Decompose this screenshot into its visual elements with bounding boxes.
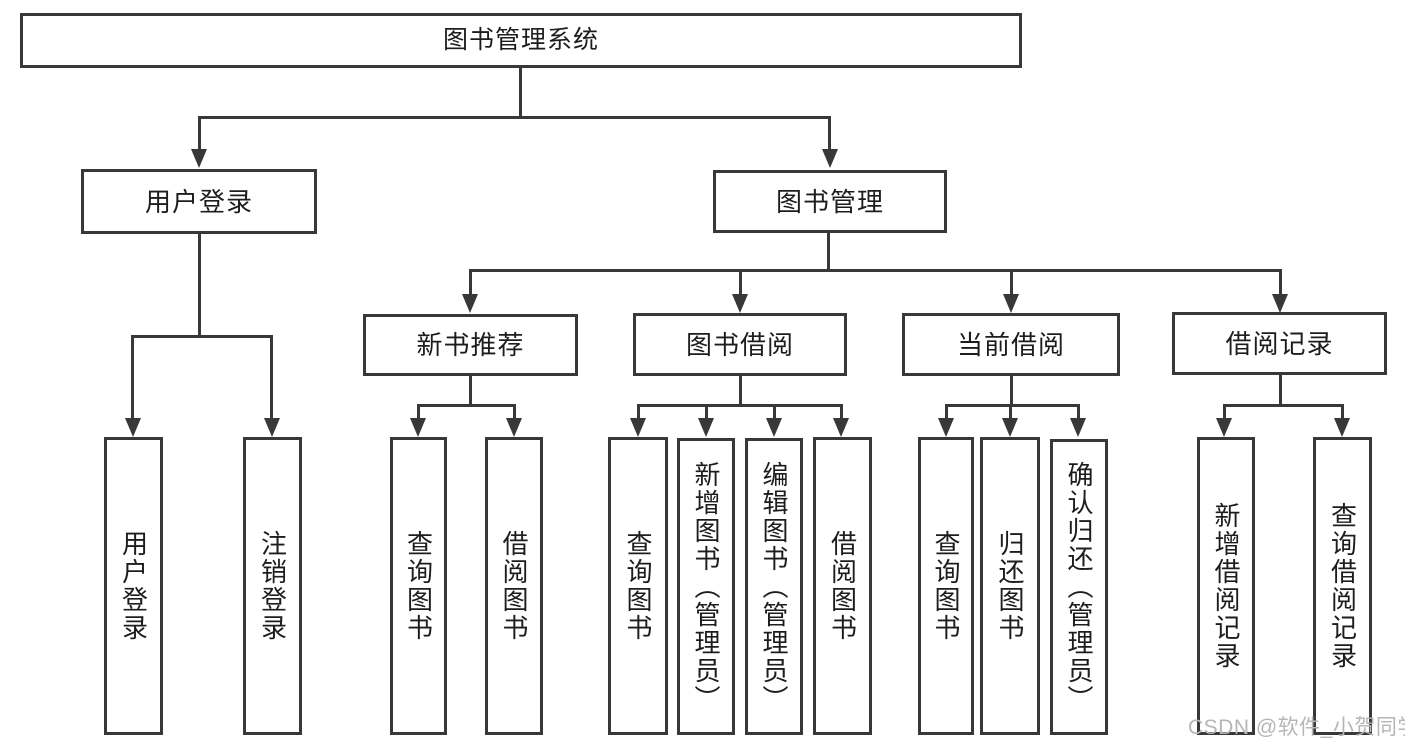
node-root: 图书管理系统	[20, 13, 1022, 68]
node-leaf-cb-return-books: 归还图书	[980, 437, 1040, 735]
node-current-borrowing-label: 当前借阅	[956, 329, 1065, 360]
node-leaf-nbr-query-books-label: 查询图书	[403, 530, 434, 642]
connector-to-borrowing-records	[1279, 269, 1282, 296]
arrow-down-icon	[833, 418, 849, 437]
connector-nbr-leaf2	[513, 404, 516, 420]
arrow-down-icon	[766, 418, 782, 437]
node-borrowing-records-label: 借阅记录	[1225, 328, 1334, 359]
arrow-down-icon	[410, 418, 426, 437]
connector-cb-leaf1	[945, 404, 948, 420]
connector-nbr-horizontal	[417, 404, 516, 407]
node-leaf-cb-confirm-return-admin-label: 确认归还（管理员）	[1064, 461, 1094, 713]
connector-to-new-book-recommend	[469, 269, 472, 296]
node-book-management: 图书管理	[713, 170, 947, 233]
arrow-down-icon	[1002, 418, 1018, 437]
node-borrowing-records: 借阅记录	[1172, 312, 1387, 375]
connector-cb-leaf3	[1077, 404, 1080, 420]
node-book-management-label: 图书管理	[775, 186, 884, 217]
node-leaf-cb-query-books-label: 查询图书	[931, 530, 961, 642]
node-current-borrowing: 当前借阅	[902, 313, 1120, 376]
node-leaf-logout-login-label: 注销登录	[257, 530, 288, 642]
arrow-down-icon	[1272, 294, 1288, 313]
node-leaf-br-add-record: 新增借阅记录	[1197, 437, 1255, 735]
arrow-down-icon	[462, 294, 478, 313]
node-leaf-br-query-record-label: 查询借阅记录	[1327, 502, 1358, 670]
arrow-down-icon	[630, 418, 646, 437]
connector-bb-horizontal	[637, 404, 843, 407]
connector-to-leaf-user-login	[131, 335, 134, 419]
connector-bb-leaf3	[773, 404, 776, 420]
arrow-down-icon	[506, 418, 522, 437]
connector-cb-leaf2	[1009, 404, 1012, 420]
node-leaf-bb-borrow-books: 借阅图书	[813, 437, 872, 735]
connector-root-stem	[519, 68, 522, 118]
node-leaf-bb-edit-books-admin: 编辑图书（管理员）	[745, 438, 803, 735]
connector-br-stem	[1279, 375, 1282, 407]
node-user-login-branch-label: 用户登录	[144, 186, 253, 217]
connector-level2-horizontal	[198, 116, 831, 119]
connector-bb-leaf4	[840, 404, 843, 420]
connector-book-management-stem	[827, 233, 830, 272]
arrow-down-icon	[938, 418, 954, 437]
node-leaf-bb-query-books-label: 查询图书	[623, 530, 653, 642]
connector-to-current-borrowing	[1010, 269, 1013, 296]
node-leaf-bb-edit-books-admin-label: 编辑图书（管理员）	[759, 460, 789, 713]
node-leaf-bb-query-books: 查询图书	[608, 437, 668, 735]
arrow-down-icon	[1003, 294, 1019, 313]
node-new-book-recommend: 新书推荐	[363, 314, 578, 376]
connector-user-login-horizontal	[131, 335, 273, 338]
node-book-borrowing-label: 图书借阅	[685, 329, 794, 360]
connector-to-leaf-logout	[270, 335, 273, 419]
node-leaf-bb-add-books-admin: 新增图书（管理员）	[677, 438, 735, 735]
connector-to-book-management	[828, 116, 831, 152]
arrow-down-icon	[1070, 418, 1086, 437]
node-leaf-cb-confirm-return-admin: 确认归还（管理员）	[1050, 439, 1108, 735]
connector-to-user-login	[198, 116, 201, 152]
connector-bb-leaf2	[705, 404, 708, 420]
node-leaf-nbr-borrow-books-label: 借阅图书	[499, 530, 529, 642]
node-leaf-nbr-query-books: 查询图书	[390, 437, 447, 735]
node-leaf-logout-login: 注销登录	[243, 437, 302, 735]
connector-nbr-leaf1	[417, 404, 420, 420]
csdn-watermark: CSDN @软件_小贺同学	[1188, 716, 1405, 739]
arrow-down-icon	[264, 418, 280, 437]
node-leaf-cb-return-books-label: 归还图书	[995, 530, 1025, 642]
node-user-login-branch: 用户登录	[81, 169, 317, 234]
arrow-down-icon	[125, 418, 141, 437]
connector-br-horizontal	[1223, 404, 1344, 407]
node-leaf-cb-query-books: 查询图书	[918, 437, 974, 735]
connector-br-leaf2	[1341, 404, 1344, 420]
connector-br-leaf1	[1223, 404, 1226, 420]
arrow-down-icon	[698, 418, 714, 437]
connector-cb-stem	[1010, 376, 1013, 407]
arrow-down-icon	[1334, 418, 1350, 437]
arrow-down-icon	[1216, 418, 1232, 437]
arrow-down-icon	[822, 149, 838, 168]
connector-user-login-stem	[198, 234, 201, 337]
node-leaf-user-login-label: 用户登录	[118, 530, 149, 642]
connector-bb-leaf1	[637, 404, 640, 420]
connector-bb-stem	[739, 376, 742, 407]
connector-cb-horizontal	[945, 404, 1080, 407]
node-root-label: 图书管理系统	[442, 26, 599, 54]
node-leaf-bb-add-books-admin-label: 新增图书（管理员）	[691, 460, 721, 713]
node-leaf-br-query-record: 查询借阅记录	[1313, 437, 1372, 735]
node-leaf-user-login: 用户登录	[104, 437, 163, 735]
node-leaf-bb-borrow-books-label: 借阅图书	[827, 530, 858, 642]
arrow-down-icon	[191, 149, 207, 168]
connector-level3-horizontal	[469, 269, 1282, 272]
node-leaf-br-add-record-label: 新增借阅记录	[1211, 502, 1241, 670]
connector-nbr-stem	[469, 376, 472, 407]
node-book-borrowing: 图书借阅	[633, 313, 847, 376]
connector-to-book-borrowing	[739, 269, 742, 296]
node-new-book-recommend-label: 新书推荐	[416, 330, 525, 360]
arrow-down-icon	[732, 294, 748, 313]
node-leaf-nbr-borrow-books: 借阅图书	[485, 437, 543, 735]
